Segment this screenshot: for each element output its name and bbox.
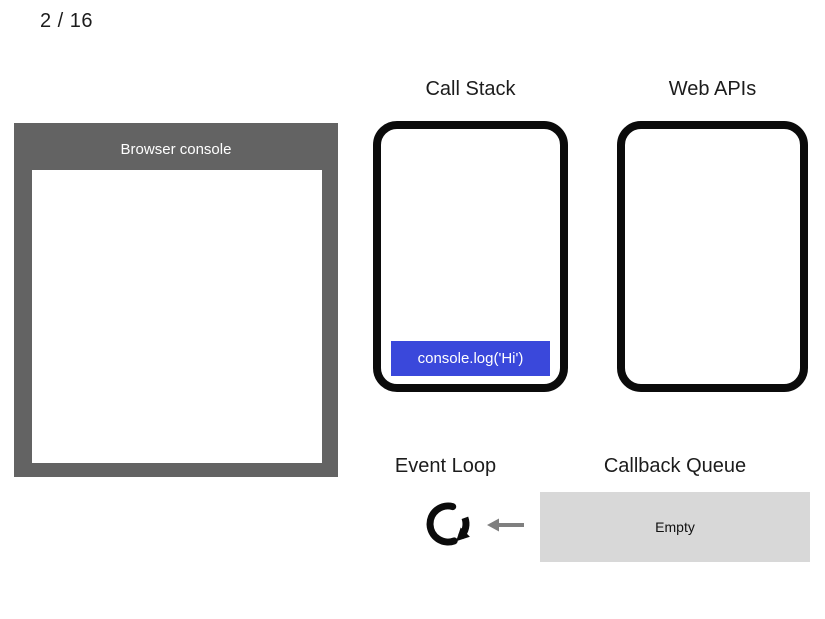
event-loop-cycle-icon bbox=[423, 499, 473, 549]
queue-to-loop-arrow-icon bbox=[486, 517, 526, 533]
call-stack-frame: console.log('Hi') bbox=[391, 341, 550, 376]
browser-console-window: Browser console bbox=[14, 123, 338, 477]
web-apis-title: Web APIs bbox=[668, 78, 757, 100]
web-apis-panel bbox=[617, 121, 808, 392]
event-loop-title: Event Loop bbox=[394, 455, 497, 477]
browser-console-title: Browser console bbox=[120, 141, 232, 158]
call-stack-panel: console.log('Hi') bbox=[373, 121, 568, 392]
callback-queue-status: Empty bbox=[655, 519, 695, 535]
call-stack-title: Call Stack bbox=[425, 78, 516, 100]
callback-queue-title: Callback Queue bbox=[603, 455, 747, 477]
slide-counter: 2 / 16 bbox=[40, 10, 94, 32]
browser-console-output bbox=[32, 170, 322, 463]
callback-queue-box: Empty bbox=[540, 492, 810, 562]
